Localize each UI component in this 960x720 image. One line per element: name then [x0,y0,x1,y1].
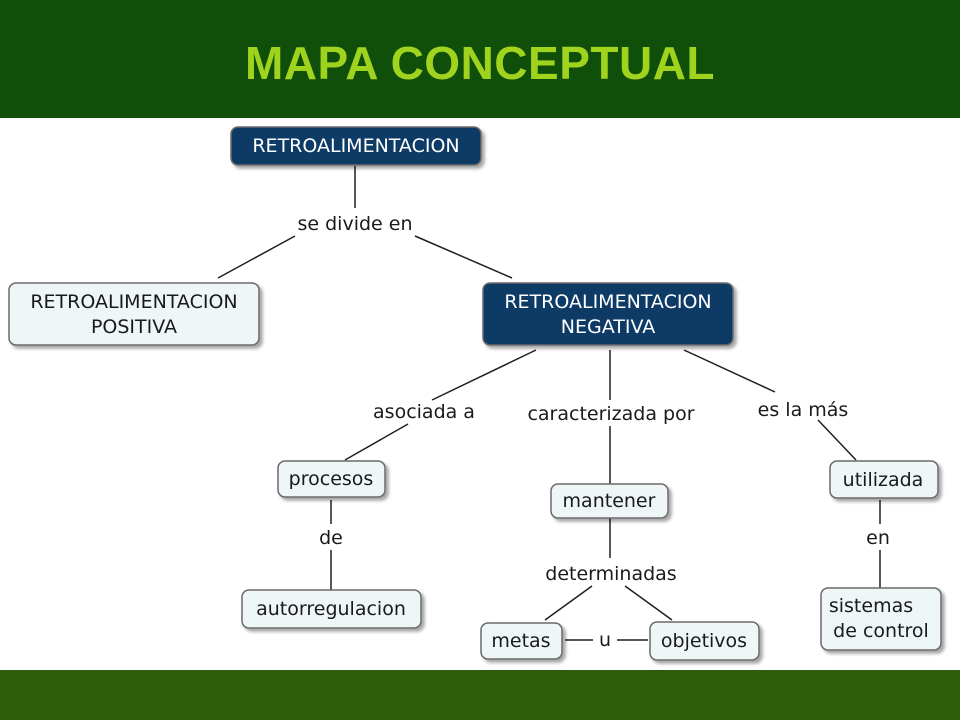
node-retroalimentacion-positiva: RETROALIMENTACION POSITIVA [8,282,260,346]
node-sistemas-de-control: sistemas de control [820,587,942,651]
slide-footer-band [0,670,960,720]
link-label-u: u [599,629,611,651]
concept-map: se divide en asociada a caracterizada po… [0,118,960,670]
node-metas: metas [480,622,563,660]
node-label-mantener: mantener [563,490,656,512]
link-label-de: de [319,527,343,549]
link-label-se-divide-en: se divide en [297,213,412,235]
link-label-asociada-a: asociada a [373,401,475,423]
node-label-positiva-line1: RETROALIMENTACION [30,291,237,313]
node-label-utilizada: utilizada [843,469,924,491]
node-mantener: mantener [550,483,669,519]
node-label-procesos: procesos [289,468,374,490]
link-label-caracterizada-por: caracterizada por [527,403,694,425]
node-label-objetivos: objetivos [661,630,747,652]
connectors [217,166,881,641]
slide-header: MAPA CONCEPTUAL [0,0,960,118]
node-label-metas: metas [491,630,550,652]
node-label-autorregulacion: autorregulacion [256,598,406,620]
node-label-sistemas-line1: sistemas [829,595,913,617]
node-objetivos: objetivos [649,621,760,661]
node-utilizada: utilizada [829,460,939,499]
node-label-negativa-line2: NEGATIVA [561,316,655,338]
link-label-en: en [866,527,890,549]
node-retroalimentacion-negativa: RETROALIMENTACION NEGATIVA [482,282,734,346]
node-label-negativa-line1: RETROALIMENTACION [504,291,711,313]
slide-title: MAPA CONCEPTUAL [244,37,716,89]
link-label-determinadas: determinadas [545,563,676,585]
node-label-positiva-line2: POSITIVA [91,316,177,338]
node-procesos: procesos [277,460,386,498]
node-label-sistemas-line2: de control [833,620,929,642]
node-autorregulacion: autorregulacion [241,589,422,629]
node-label-retroalimentacion: RETROALIMENTACION [252,135,459,157]
link-label-es-la-mas: es la más [758,399,849,421]
node-retroalimentacion: RETROALIMENTACION [230,126,482,166]
